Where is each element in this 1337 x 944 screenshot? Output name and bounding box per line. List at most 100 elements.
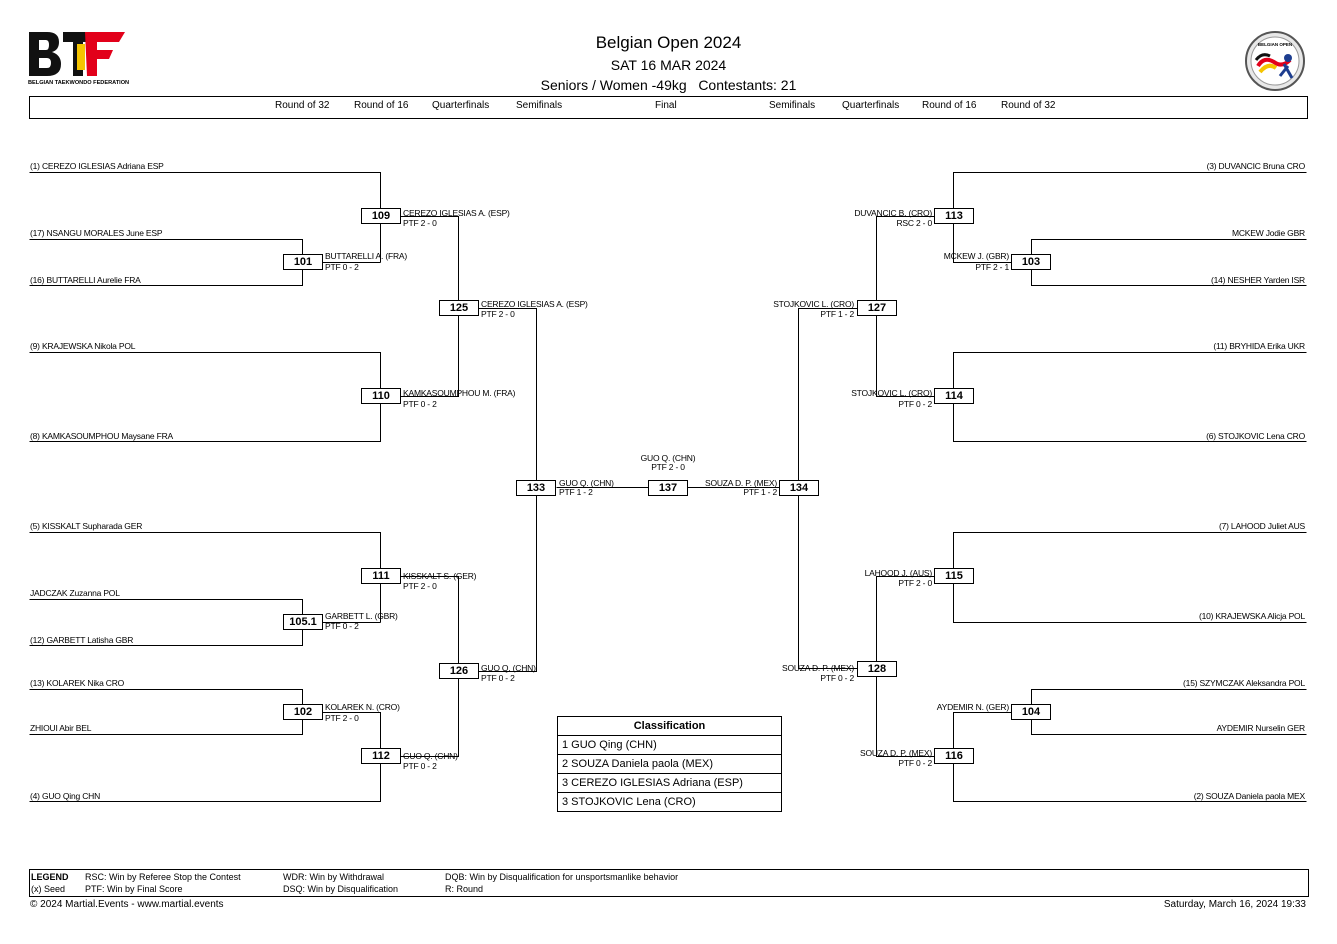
match-box-113[interactable]: 113	[934, 208, 974, 224]
match-137-score: PTF 2 - 0	[651, 462, 685, 472]
match-109-score: PTF 2 - 0	[403, 218, 437, 228]
match-102-winner: KOLAREK N. (CRO)	[325, 702, 400, 712]
entrant-left-zhioui: ZHIOUI Abir BEL	[30, 723, 92, 733]
match-125-winner: CEREZO IGLESIAS A. (ESP)	[481, 299, 588, 309]
round-label-left-r32: Round of 32	[275, 100, 330, 111]
match-133-score: PTF 1 - 2	[559, 487, 593, 497]
match-137-winner: GUO Q. (CHN)	[640, 453, 696, 463]
match-box-116[interactable]: 116	[934, 748, 974, 764]
match-134-winner: SOUZA D. P. (MEX)	[704, 478, 777, 488]
round-label-final: Final	[655, 100, 677, 111]
match-116-winner: SOUZA D. P. (MEX)	[859, 748, 932, 758]
contestant-count: Contestants: 21	[698, 77, 797, 93]
entrant-right-14: (14) NESHER Yarden ISR	[1210, 275, 1305, 285]
match-box-110[interactable]: 110	[361, 388, 401, 404]
entrant-left-13: (13) KOLAREK Nika CRO	[30, 678, 125, 688]
entrant-right-10: (10) KRAJEWSKA Alicja POL	[1198, 611, 1305, 621]
legend-wdr: WDR: Win by Withdrawal	[283, 872, 385, 882]
match-134-score: PTF 1 - 2	[743, 487, 777, 497]
match-box-112[interactable]: 112	[361, 748, 401, 764]
entrant-left-16: (16) BUTTARELLI Aurelie FRA	[30, 275, 141, 285]
round-label-left-sf: Semifinals	[516, 100, 563, 111]
entrant-left-9: (9) KRAJEWSKA Nikola POL	[30, 341, 136, 351]
match-114-winner: STOJKOVIC L. (CRO)	[851, 388, 932, 398]
match-112-score: PTF 0 - 2	[403, 761, 437, 771]
entrant-left-1: (1) CEREZO IGLESIAS Adriana ESP	[30, 161, 164, 171]
match-128-score: PTF 0 - 2	[820, 673, 854, 683]
match-115-winner: LAHOOD J. (AUS)	[864, 568, 933, 578]
match-box-105-1[interactable]: 105.1	[283, 614, 323, 630]
match-box-102[interactable]: 102	[283, 704, 323, 720]
entrant-right-aydemir: AYDEMIR Nurselin GER	[1216, 723, 1306, 733]
classification-row-1: 1 GUO Qing (CHN)	[558, 735, 781, 754]
round-label-left-qf: Quarterfinals	[432, 100, 490, 111]
legend-dsq: DSQ: Win by Disqualification	[283, 884, 399, 894]
match-112-winner: GUO Q. (CHN)	[403, 751, 458, 761]
match-105-1-score: PTF 0 - 2	[325, 621, 359, 631]
legend-round: R: Round	[445, 884, 484, 894]
classification-row-2: 2 SOUZA Daniela paola (MEX)	[558, 754, 781, 773]
match-box-103[interactable]: 103	[1011, 254, 1051, 270]
match-box-101[interactable]: 101	[283, 254, 323, 270]
match-box-114[interactable]: 114	[934, 388, 974, 404]
match-box-128[interactable]: 128	[857, 661, 897, 677]
entrant-left-4: (4) GUO Qing CHN	[30, 791, 101, 801]
match-102-score: PTF 2 - 0	[325, 713, 359, 723]
event-category-line: Seniors / Women -49kg Contestants: 21	[0, 77, 1337, 93]
match-104-winner: AYDEMIR N. (GER)	[936, 702, 1009, 712]
legend-seed: (x) Seed	[31, 884, 66, 894]
btf-logo: BELGIAN TAEKWONDO FEDERATION	[27, 30, 130, 88]
match-box-137-final[interactable]: 137	[648, 480, 688, 496]
classification-table: Classification 1 GUO Qing (CHN) 2 SOUZA …	[557, 716, 782, 812]
legend-title: LEGEND	[31, 872, 69, 882]
match-111-score: PTF 2 - 0	[403, 581, 437, 591]
event-title: Belgian Open 2024	[595, 33, 742, 52]
entrant-left-jadczak: JADCZAK Zuzanna POL	[30, 588, 120, 598]
round-label-right-r16: Round of 16	[922, 100, 977, 111]
legend-ptf: PTF: Win by Final Score	[85, 884, 183, 894]
round-label-left-r16: Round of 16	[354, 100, 409, 111]
match-103-score: PTF 2 - 1	[975, 262, 1009, 272]
match-box-126[interactable]: 126	[439, 663, 479, 679]
match-box-127[interactable]: 127	[857, 300, 897, 316]
match-box-111[interactable]: 111	[361, 568, 401, 584]
classification-row-3a: 3 CEREZO IGLESIAS Adriana (ESP)	[558, 773, 781, 792]
entrant-right-15: (15) SZYMCZAK Aleksandra POL	[1183, 678, 1305, 688]
entrant-right-6: (6) STOJKOVIC Lena CRO	[1206, 431, 1305, 441]
match-box-125[interactable]: 125	[439, 300, 479, 316]
match-101-winner: BUTTARELLI A. (FRA)	[325, 251, 408, 261]
rounds-bar	[29, 96, 1308, 119]
match-101-score: PTF 0 - 2	[325, 262, 359, 272]
match-111-winner: KISSKALT S. (GER)	[403, 571, 477, 581]
match-103-winner: MCKEW J. (GBR)	[943, 251, 1009, 261]
legend-rsc: RSC: Win by Referee Stop the Contest	[85, 872, 241, 882]
match-box-115[interactable]: 115	[934, 568, 974, 584]
round-label-right-sf: Semifinals	[769, 100, 816, 111]
match-126-winner: GUO Q. (CHN)	[481, 663, 536, 673]
match-113-winner: DUVANCIC B. (CRO)	[854, 208, 932, 218]
event-date: SAT 16 MAR 2024	[610, 57, 727, 73]
belgian-open-caption: BELGIAN OPEN	[1257, 42, 1293, 47]
match-box-134[interactable]: 134	[779, 480, 819, 496]
match-126-score: PTF 0 - 2	[481, 673, 515, 683]
match-box-133[interactable]: 133	[516, 480, 556, 496]
round-label-right-qf: Quarterfinals	[842, 100, 900, 111]
match-133-winner: GUO Q. (CHN)	[559, 478, 614, 488]
btf-logo-caption: BELGIAN TAEKWONDO FEDERATION	[28, 80, 130, 86]
entrant-right-mckew: MCKEW Jodie GBR	[1231, 228, 1305, 238]
match-114-score: PTF 0 - 2	[898, 399, 932, 409]
classification-title: Classification	[633, 720, 706, 732]
match-box-104[interactable]: 104	[1011, 704, 1051, 720]
belgian-open-logo: BELGIAN OPEN	[1244, 30, 1306, 92]
belgian-open-emblem-icon	[1245, 31, 1305, 91]
round-label-right-r32: Round of 32	[1001, 100, 1056, 111]
entrant-right-2: (2) SOUZA Daniela paola MEX	[1193, 791, 1305, 801]
classification-row-3b: 3 STOJKOVIC Lena (CRO)	[558, 792, 781, 811]
match-110-score: PTF 0 - 2	[403, 399, 437, 409]
entrant-left-5: (5) KISSKALT Supharada GER	[30, 521, 143, 531]
match-115-score: PTF 2 - 0	[898, 578, 932, 588]
match-113-score: RSC 2 - 0	[896, 218, 932, 228]
match-127-winner: STOJKOVIC L. (CRO)	[773, 299, 854, 309]
match-127-score: PTF 1 - 2	[820, 309, 854, 319]
match-box-109[interactable]: 109	[361, 208, 401, 224]
